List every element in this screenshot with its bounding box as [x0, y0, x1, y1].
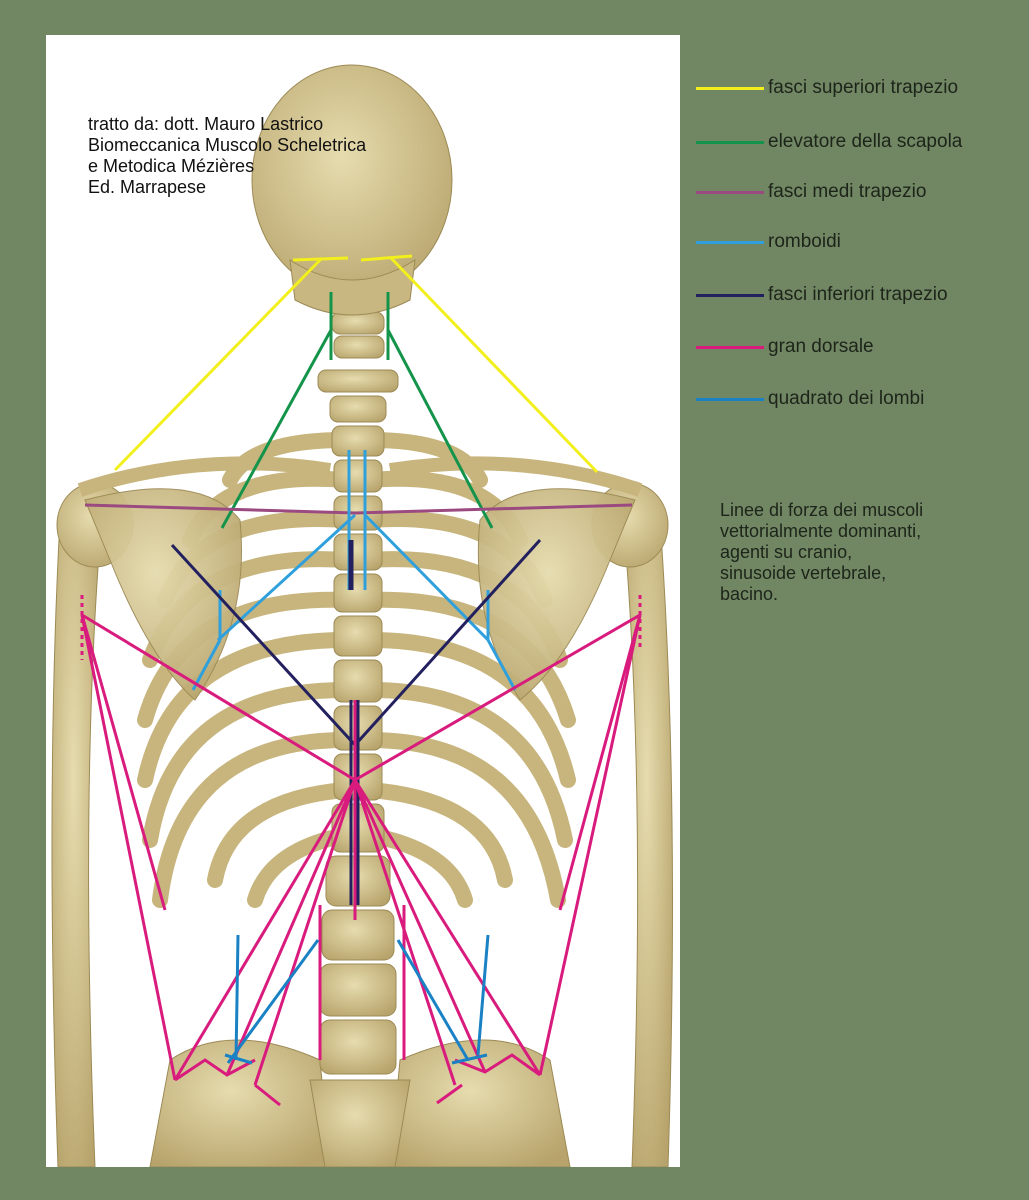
- legend-item: romboidi: [696, 230, 841, 254]
- legend-item: fasci superiori trapezio: [696, 76, 958, 100]
- legend-label: elevatore della scapola: [768, 131, 963, 152]
- credit-line: Biomeccanica Muscolo Scheletrica: [88, 135, 367, 155]
- legend-item: elevatore della scapola: [696, 130, 962, 154]
- legend-label: gran dorsale: [768, 336, 874, 357]
- credit-line: Ed. Marrapese: [88, 177, 207, 197]
- fasci-superiori-trapezio-lines: [113, 254, 599, 474]
- skeleton: [51, 64, 673, 1167]
- note-line: sinusoide vertebrale,: [720, 563, 887, 583]
- legend-swatch: [696, 240, 764, 244]
- note-line: bacino.: [720, 584, 779, 604]
- legend-swatch: [696, 345, 764, 349]
- credit-line: e Metodica Mézières: [88, 156, 255, 176]
- quadrato-lombi-lines: [224, 934, 490, 1065]
- legend-label: quadrato dei lombi: [768, 388, 925, 409]
- legend-item: fasci inferiori trapezio: [696, 283, 948, 307]
- elevatore-scapola-lines: [220, 292, 494, 529]
- legend-swatch: [696, 190, 764, 194]
- legend-item: gran dorsale: [696, 335, 874, 359]
- fasci-medi-trapezio-lines: [84, 503, 633, 515]
- note-line: Linee di forza dei muscoli: [720, 500, 924, 520]
- legend-item: fasci medi trapezio: [696, 180, 926, 204]
- legend-swatch: [696, 140, 764, 144]
- fasci-inferiori-trapezio-lines: [170, 538, 542, 905]
- legend-swatch: [696, 397, 764, 401]
- gran-dorsale-lines: [80, 595, 642, 1107]
- legend-item: quadrato dei lombi: [696, 387, 924, 411]
- note-line: agenti su cranio,: [720, 542, 853, 562]
- note-line: vettorialmente dominanti,: [720, 521, 922, 541]
- legend-label: fasci medi trapezio: [768, 181, 927, 202]
- source-credit: tratto da: dott. Mauro Lastrico Biomecca…: [88, 114, 366, 198]
- legend-swatch: [696, 86, 764, 90]
- credit-line: tratto da: dott. Mauro Lastrico: [88, 114, 324, 134]
- legend-label: romboidi: [768, 231, 841, 252]
- legend-swatch: [696, 293, 764, 297]
- legend-label: fasci superiori trapezio: [768, 77, 959, 98]
- legend-label: fasci inferiori trapezio: [768, 284, 948, 305]
- description-note: Linee di forza dei muscoli vettorialment…: [720, 500, 923, 605]
